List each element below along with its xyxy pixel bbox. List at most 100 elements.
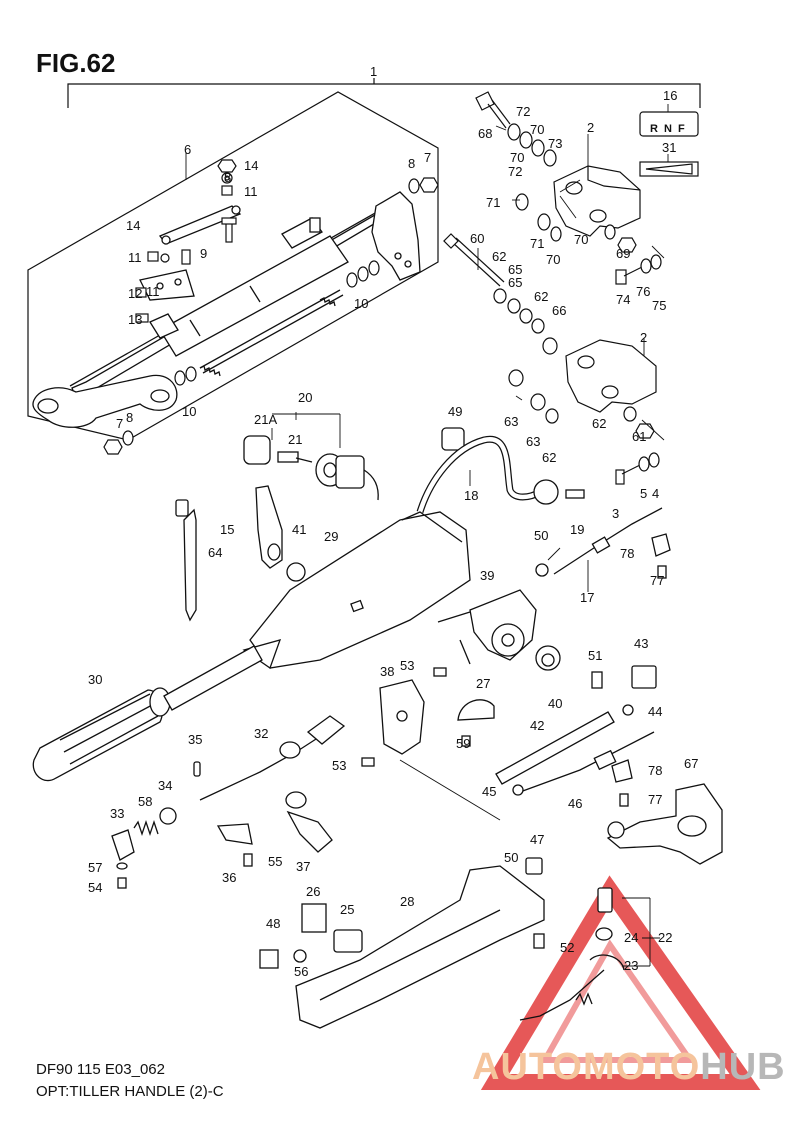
callout-label-78: 78 (648, 763, 662, 778)
callout-label-41: 41 (292, 522, 306, 537)
callout-label-58: 58 (138, 794, 152, 809)
callout-label-12: 12 (128, 286, 142, 301)
callout-label-57: 57 (88, 860, 102, 875)
callout-label-55: 55 (268, 854, 282, 869)
callout-label-6: 6 (184, 142, 191, 157)
figure-title: FIG.62 (36, 48, 116, 78)
callout-label-28: 28 (400, 894, 414, 909)
watermark-text: AUTOMOTOHUB (472, 1046, 786, 1089)
callout-label-74: 74 (616, 292, 630, 307)
callout-label-21: 21 (288, 432, 302, 447)
shift-r-letter: R (650, 123, 658, 135)
callout-label-53: 53 (332, 758, 346, 773)
callout-label-56: 56 (294, 964, 308, 979)
callout-label-3: 3 (612, 506, 619, 521)
callout-label-76: 76 (636, 284, 650, 299)
callout-label-16: 16 (663, 88, 677, 103)
callout-label-71: 71 (486, 195, 500, 210)
callout-label-63: 63 (526, 434, 540, 449)
callout-label-39: 39 (480, 568, 494, 583)
callout-label-46: 46 (568, 796, 582, 811)
callout-label-50: 50 (534, 528, 548, 543)
callout-label-64: 64 (208, 545, 222, 560)
callout-label-67: 67 (684, 756, 698, 771)
callout-label-66: 66 (552, 303, 566, 318)
mid-parts (32, 427, 723, 1029)
callout-numbers: 1223456778889101011111112131414151617181… (88, 64, 698, 979)
callout-label-62: 62 (534, 289, 548, 304)
callout-label-34: 34 (158, 778, 172, 793)
callout-label-4: 4 (652, 486, 659, 501)
callout-label-63: 63 (504, 414, 518, 429)
shift-f-letter: F (678, 123, 685, 135)
callout-label-60: 60 (470, 231, 484, 246)
callout-label-1: 1 (370, 64, 377, 79)
callout-label-24: 24 (624, 930, 638, 945)
callout-label-43: 43 (634, 636, 648, 651)
callout-label-50: 50 (504, 850, 518, 865)
callout-label-10: 10 (354, 296, 368, 311)
callout-label-8: 8 (408, 156, 415, 171)
callout-label-29: 29 (324, 529, 338, 544)
callout-label-54: 54 (88, 880, 102, 895)
callout-label-71: 71 (530, 236, 544, 251)
callout-label-77: 77 (650, 573, 664, 588)
callout-label-70: 70 (574, 232, 588, 247)
callout-label-37: 37 (296, 859, 310, 874)
callout-label-26: 26 (306, 884, 320, 899)
callout-label-10: 10 (182, 404, 196, 419)
callout-label-40: 40 (548, 696, 562, 711)
callout-label-61: 61 (632, 429, 646, 444)
callout-label-68: 68 (478, 126, 492, 141)
callout-label-69: 69 (616, 246, 630, 261)
callout-label-11: 11 (244, 184, 258, 199)
callout-label-65: 65 (508, 275, 522, 290)
callout-label-8: 8 (224, 170, 231, 185)
callout-label-8: 8 (126, 410, 133, 425)
callout-label-48: 48 (266, 916, 280, 931)
callout-label-70: 70 (510, 150, 524, 165)
callout-label-62: 62 (542, 450, 556, 465)
upper-right-hardware (443, 91, 699, 485)
callout-label-30: 30 (88, 672, 102, 687)
callout-label-62: 62 (492, 249, 506, 264)
callout-label-2: 2 (587, 120, 594, 135)
callout-label-27: 27 (476, 676, 490, 691)
steering-arm-drawing (32, 191, 421, 428)
callout-label-52: 52 (560, 940, 574, 955)
callout-label-77: 77 (648, 792, 662, 807)
callout-label-20: 20 (298, 390, 312, 405)
watermark-part-a: AUTOMOTO (472, 1046, 701, 1088)
callout-label-5: 5 (640, 486, 647, 501)
callout-label-11: 11 (146, 284, 160, 299)
callout-label-18: 18 (464, 488, 478, 503)
callout-label-75: 75 (652, 298, 666, 313)
callout-label-7: 7 (424, 150, 431, 165)
figure-model-code: DF90 115 E03_062 (36, 1061, 165, 1078)
shift-plate-label: R N F (650, 123, 685, 135)
watermark-part-b: HUB (700, 1046, 786, 1088)
callout-label-33: 33 (110, 806, 124, 821)
callout-label-47: 47 (530, 832, 544, 847)
callout-label-23: 23 (624, 958, 638, 973)
watermark-logo (480, 875, 761, 1090)
callout-label-21a: 21A (254, 412, 277, 427)
callout-label-14: 14 (244, 158, 258, 173)
callout-label-31: 31 (662, 140, 676, 155)
figure-caption: OPT:TILLER HANDLE (2)-C (36, 1083, 224, 1100)
callout-label-36: 36 (222, 870, 236, 885)
callout-label-38: 38 (380, 664, 394, 679)
callout-label-65: 65 (508, 262, 522, 277)
callout-label-62: 62 (592, 416, 606, 431)
callout-label-2: 2 (640, 330, 647, 345)
callout-label-14: 14 (126, 218, 140, 233)
callout-label-11: 11 (128, 250, 142, 265)
shift-n-letter: N (664, 123, 672, 135)
callout-label-51: 51 (588, 648, 602, 663)
callout-label-44: 44 (648, 704, 662, 719)
callout-label-7: 7 (116, 416, 123, 431)
callout-label-17: 17 (580, 590, 594, 605)
callout-label-22: 22 (658, 930, 672, 945)
callout-label-72: 72 (516, 104, 530, 119)
